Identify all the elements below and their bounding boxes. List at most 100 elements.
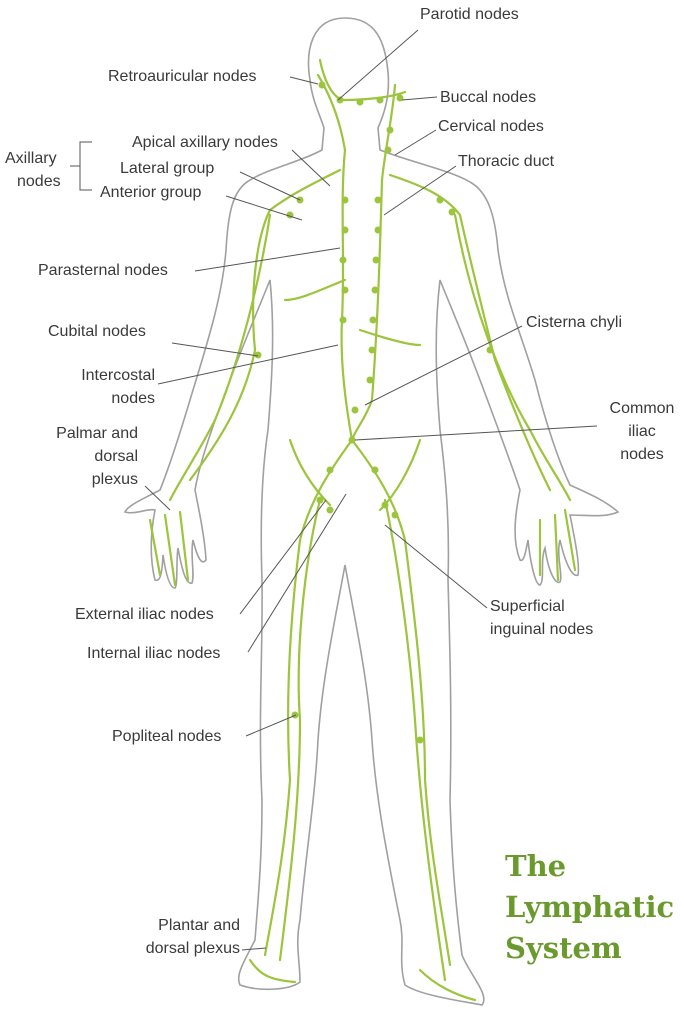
leader-cubital	[171, 342, 259, 357]
label-plantar-dorsal-plexus: Plantar and dorsal plexus	[100, 914, 240, 960]
inguinal-line2: inguinal nodes	[490, 621, 594, 638]
label-apical-axillary-nodes: Apical axillary nodes	[132, 134, 278, 151]
leader-cervical	[394, 129, 437, 156]
lymph-node	[436, 196, 444, 204]
label-superficial-inguinal-nodes: Superficial inguinal nodes	[490, 595, 593, 641]
label-lateral-group: Lateral group	[120, 160, 215, 177]
leader-buccal	[401, 96, 438, 101]
lymph-vessel	[248, 958, 297, 984]
lymph-vessel	[553, 513, 560, 582]
label-cisterna-chyli: Cisterna chyli	[526, 314, 623, 331]
leader-parotid	[337, 29, 419, 101]
leader-cisterna-chyli	[364, 325, 523, 406]
lymph-vessel	[380, 83, 397, 182]
lymph-node	[374, 196, 382, 204]
lymph-node	[386, 126, 394, 134]
lymph-node	[348, 436, 356, 444]
lymph-vessel	[358, 328, 422, 347]
lymph-node	[372, 256, 380, 264]
palmar-line3: plexus	[91, 471, 138, 488]
lymph-vessel	[168, 213, 272, 502]
lymph-vessel	[288, 438, 332, 507]
palmar-line2: dorsal	[94, 448, 138, 465]
label-parasternal-nodes: Parasternal nodes	[38, 262, 168, 279]
leader-intercostal	[157, 344, 339, 385]
lymph-vessel	[388, 173, 552, 492]
label-parotid-nodes: Parotid nodes	[420, 6, 519, 23]
lymph-vessel	[316, 73, 347, 152]
lymph-vessel	[278, 498, 322, 962]
lymph-node	[316, 496, 324, 504]
leader-popliteal	[245, 714, 297, 737]
label-cervical-nodes: Cervical nodes	[438, 118, 544, 135]
lymph-node	[371, 466, 379, 474]
lymph-node	[376, 96, 384, 104]
title-line1: The	[505, 849, 567, 883]
lymph-nodes	[254, 81, 494, 744]
label-intercostal-nodes: Intercostal nodes	[60, 364, 155, 410]
plantar-line1: Plantar and	[158, 917, 240, 934]
common-iliac-line3: nodes	[620, 446, 664, 463]
lymph-vessel	[418, 968, 477, 1002]
label-internal-iliac-nodes: Internal iliac nodes	[87, 645, 221, 662]
title-line2: Lymphatic	[505, 890, 675, 924]
lymph-vessel	[383, 498, 447, 982]
lymph-node	[369, 316, 377, 324]
leader-apical-axillary	[291, 149, 331, 187]
label-thoracic-duct: Thoracic duct	[458, 153, 555, 170]
lymph-node	[368, 346, 376, 354]
intercostal-line2: nodes	[111, 390, 155, 407]
lymph-vessel	[378, 438, 422, 512]
lymph-vessel	[148, 518, 162, 577]
lymph-node	[341, 226, 349, 234]
label-popliteal-nodes: Popliteal nodes	[112, 728, 222, 745]
lymph-node	[371, 286, 379, 294]
lymph-vessel	[453, 213, 572, 502]
lymph-node	[341, 286, 349, 294]
lymph-vessel	[163, 513, 177, 587]
leader-lateral-group	[239, 171, 301, 201]
leader-parasternal	[194, 247, 341, 272]
lymph-node	[339, 256, 347, 264]
lymph-vessel	[283, 278, 347, 302]
leader-internal-iliac	[247, 493, 347, 653]
lymph-node	[391, 511, 399, 519]
leader-superficial-inguinal	[384, 524, 488, 609]
lymph-node	[366, 376, 374, 384]
lymph-node	[341, 196, 349, 204]
lymph-node	[396, 94, 404, 102]
lymph-vessel	[563, 508, 577, 572]
lymph-node	[416, 736, 424, 744]
inguinal-line1: Superficial	[490, 598, 565, 615]
leader-palmar	[144, 485, 171, 511]
leader-retroauricular	[289, 76, 319, 85]
leader-anterior-group	[225, 195, 303, 221]
lymph-vessel	[263, 438, 354, 957]
lymph-node	[254, 351, 262, 359]
lymph-node	[374, 226, 382, 234]
lymph-vessel	[350, 438, 452, 967]
axillary-line1: Axillary	[5, 150, 57, 167]
label-cubital-nodes: Cubital nodes	[48, 323, 146, 340]
leader-external-iliac	[239, 499, 327, 615]
lymph-node	[356, 98, 364, 106]
axillary-bracket	[70, 141, 92, 191]
label-anterior-group: Anterior group	[100, 184, 202, 201]
plantar-line2: dorsal plexus	[145, 940, 240, 957]
leader-thoracic-duct	[383, 165, 457, 216]
intercostal-line1: Intercostal	[81, 367, 155, 384]
leader-lines	[70, 29, 598, 951]
lymph-node	[326, 506, 334, 514]
lymph-node	[486, 346, 494, 354]
lymph-vessel	[178, 510, 190, 582]
lymph-node	[384, 146, 392, 154]
common-iliac-line1: Common	[609, 400, 675, 417]
label-external-iliac-nodes: External iliac nodes	[75, 606, 214, 623]
label-buccal-nodes: Buccal nodes	[440, 89, 537, 106]
lymph-node	[448, 208, 456, 216]
